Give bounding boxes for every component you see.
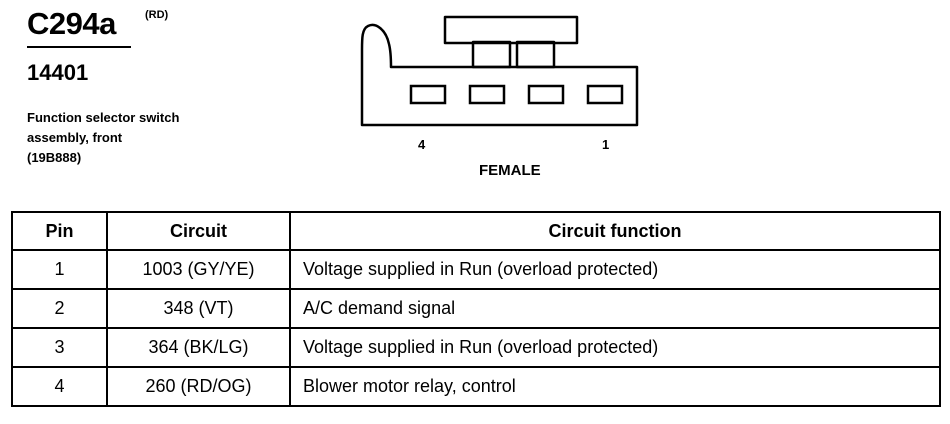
header-circuit-function: Circuit function xyxy=(289,211,941,251)
table-header-row: Pin Circuit Circuit function xyxy=(11,211,941,251)
table-row: 3 364 (BK/LG) Voltage supplied in Run (o… xyxy=(11,327,941,368)
cell-pin: 3 xyxy=(11,327,108,368)
description-line: (19B888) xyxy=(27,150,82,165)
connector-housing xyxy=(360,23,639,127)
table-row: 4 260 (RD/OG) Blower motor relay, contro… xyxy=(11,366,941,407)
cell-pin: 4 xyxy=(11,366,108,407)
cell-function: A/C demand signal xyxy=(289,288,941,329)
cell-circuit: 1003 (GY/YE) xyxy=(106,249,291,290)
description-line: Function selector switch xyxy=(27,110,180,125)
pinout-table: Pin Circuit Circuit function 1 1003 (GY/… xyxy=(11,211,941,407)
cell-circuit: 364 (BK/LG) xyxy=(106,327,291,368)
header-pin: Pin xyxy=(11,211,108,251)
cell-function: Voltage supplied in Run (overload protec… xyxy=(289,249,941,290)
connector-description: Function selector switch assembly, front… xyxy=(27,108,267,168)
cell-pin: 2 xyxy=(11,288,108,329)
description-line: assembly, front xyxy=(27,130,123,145)
connector-color-code: (RD) xyxy=(145,9,169,21)
connector-id: C294a xyxy=(27,6,116,41)
cell-function: Voltage supplied in Run (overload protec… xyxy=(289,327,941,368)
pin-label-left: 4 xyxy=(418,137,426,152)
connector-face-diagram xyxy=(360,15,639,127)
locking-post-left xyxy=(471,40,512,69)
cell-function: Blower motor relay, control xyxy=(289,366,941,407)
cell-circuit: 348 (VT) xyxy=(106,288,291,329)
title-underline xyxy=(27,46,131,48)
pin-cavity xyxy=(527,84,565,105)
locking-post-right xyxy=(515,40,556,69)
pin-cavity xyxy=(586,84,624,105)
header-circuit: Circuit xyxy=(106,211,291,251)
cell-pin: 1 xyxy=(11,249,108,290)
pin-cavity xyxy=(468,84,506,105)
part-number: 14401 xyxy=(27,60,89,85)
pin-cavity xyxy=(409,84,447,105)
pin-label-right: 1 xyxy=(602,137,610,152)
locking-tab xyxy=(443,15,579,45)
cell-circuit: 260 (RD/OG) xyxy=(106,366,291,407)
table-row: 2 348 (VT) A/C demand signal xyxy=(11,288,941,329)
connector-gender-label: FEMALE xyxy=(479,162,541,179)
table-row: 1 1003 (GY/YE) Voltage supplied in Run (… xyxy=(11,249,941,290)
